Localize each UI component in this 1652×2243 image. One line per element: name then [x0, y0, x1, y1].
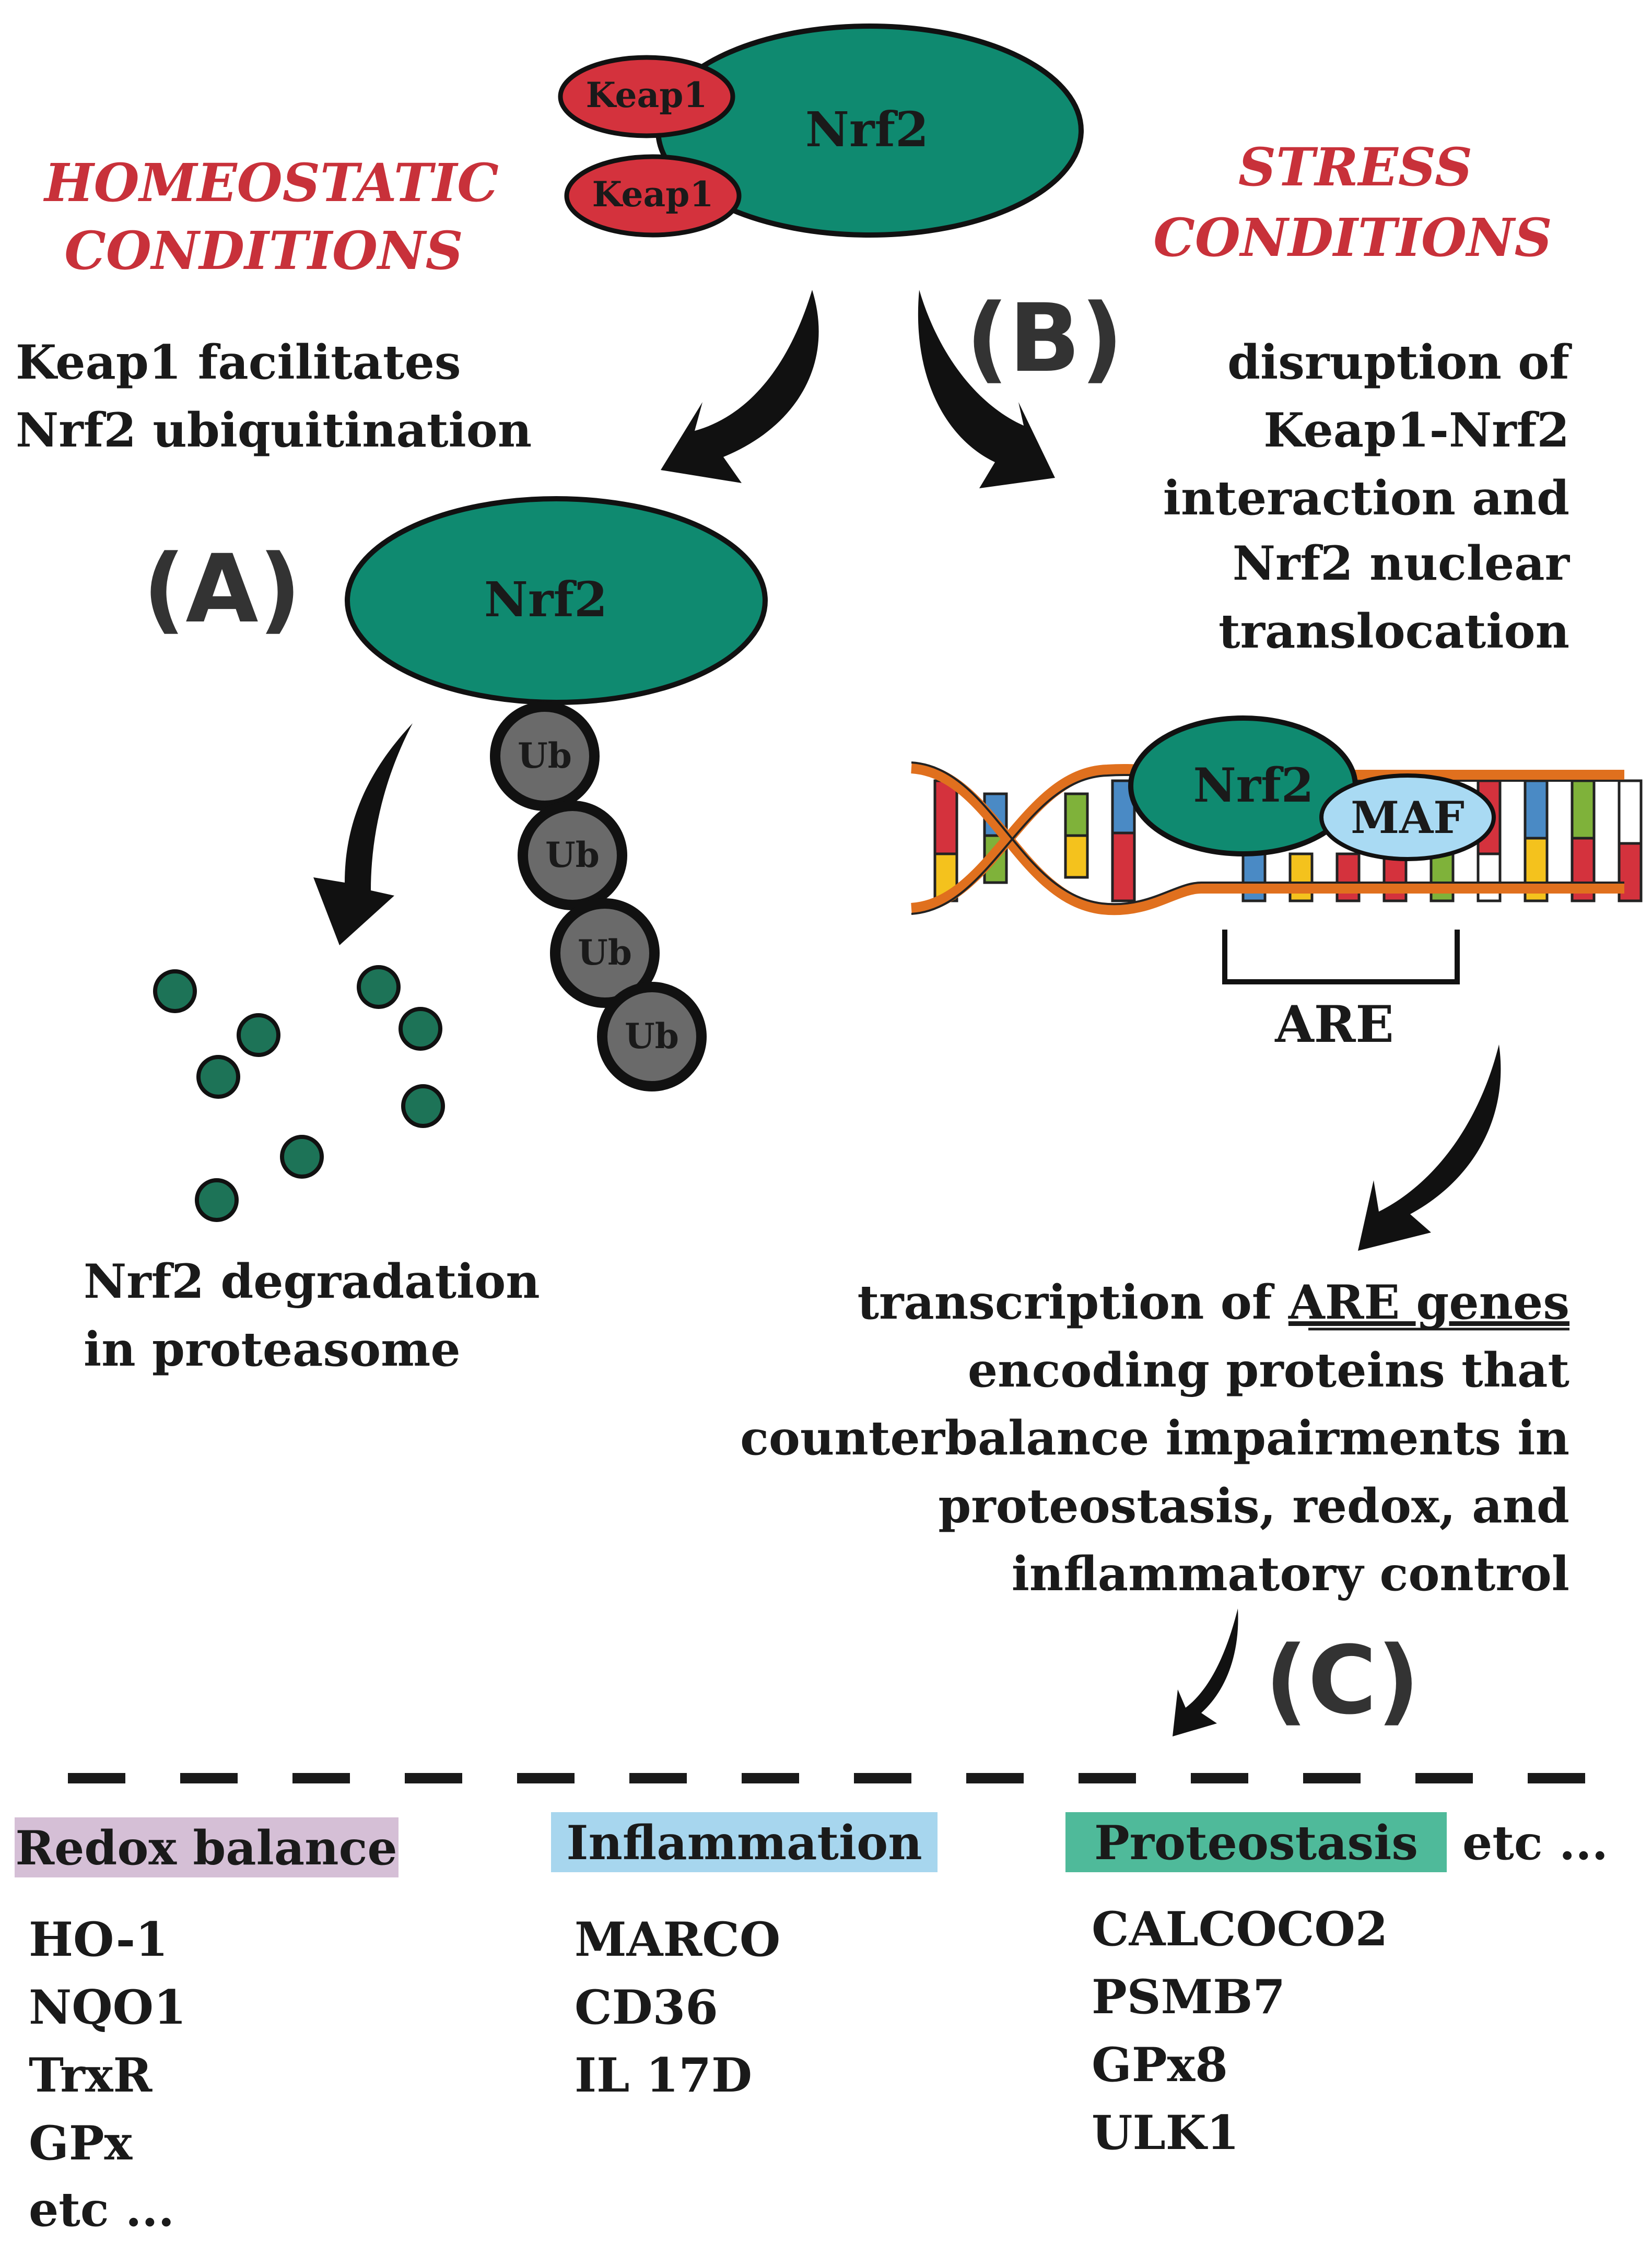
keap1-bottom-ellipse	[564, 154, 742, 238]
stress-text-line1: disruption of	[1227, 335, 1572, 390]
arrow-to-transcription	[1358, 1044, 1501, 1251]
transcription-text-line3: counterbalance impairments in	[740, 1411, 1569, 1466]
transcription-text-line5: inflammatory control	[1012, 1546, 1569, 1602]
redox-gene: HO-1	[29, 1912, 168, 1967]
redox-title-box	[15, 1817, 399, 1877]
ub-circle-1	[490, 701, 600, 811]
panel-label-a: (A)	[143, 535, 301, 644]
ub-circle-2	[518, 801, 627, 910]
maf-label: MAF	[1351, 792, 1464, 843]
proteostasis-title-box	[1065, 1812, 1447, 1872]
redox-gene: etc ...	[29, 2182, 174, 2237]
redox-gene: GPx	[29, 2116, 133, 2171]
transcription-text-line4: proteostasis, redox, and	[938, 1478, 1569, 1534]
dna-helix: Nrf2 MAF ARE	[911, 715, 1643, 1054]
ub-chain: Ub Ub Ub Ub	[490, 701, 707, 1091]
homeostatic-heading-line1: HOMEOSTATIC	[43, 152, 499, 214]
keap1-bottom-label: Keap1	[592, 174, 714, 215]
maf-ellipse	[1319, 773, 1496, 861]
transcription-text-line1: transcription of ARE genes	[857, 1275, 1569, 1330]
degradation-text-line1: Nrf2 degradation	[84, 1254, 540, 1309]
fragment-dot	[399, 1007, 442, 1051]
inflammation-title-box	[551, 1812, 938, 1872]
fragment-dot	[153, 969, 197, 1013]
ub-label-4: Ub	[625, 1016, 679, 1056]
inflammation-gene: IL 17D	[575, 2048, 752, 2103]
nrf2-dna-label: Nrf2	[1193, 758, 1314, 813]
stress-text-line2: Keap1-Nrf2	[1263, 403, 1569, 458]
keap1-nrf2-complex: Keap1 Keap1 Nrf2	[558, 24, 1084, 238]
degraded-nrf2-fragments	[153, 965, 445, 1222]
stress-heading-line1: STRESS	[1238, 136, 1472, 198]
are-genes-link: ARE genes	[1288, 1275, 1569, 1330]
ubiquitinated-nrf2: Nrf2 Ub Ub Ub Ub	[345, 496, 768, 1091]
stress-heading-line2: CONDITIONS	[1153, 207, 1552, 268]
ub-label-1: Ub	[518, 735, 572, 776]
proteostasis-gene: GPx8	[1092, 2037, 1228, 2093]
transcription-prefix: transcription of	[857, 1275, 1288, 1330]
ub-label-2: Ub	[545, 835, 600, 875]
ub-circle-3	[550, 898, 660, 1008]
stress-text-line4: Nrf2 nuclear	[1233, 536, 1571, 591]
proteostasis-gene: CALCOCO2	[1092, 1901, 1388, 1957]
nrf2-top-label: Nrf2	[805, 101, 929, 158]
arrow-to-ubiquitination	[661, 290, 819, 483]
redox-title: Redox balance	[15, 1821, 397, 1876]
stress-text-line3: interaction and	[1163, 471, 1569, 526]
inflammation-title: Inflammation	[566, 1815, 922, 1871]
arrow-to-nuclear-translocation	[918, 290, 1055, 488]
homeostatic-text-line1: Keap1 facilitates	[16, 335, 461, 390]
fragment-dot	[357, 965, 401, 1009]
fragment-dot	[195, 1178, 239, 1222]
inflammation-gene: CD36	[575, 1980, 718, 2035]
category-proteostasis: Proteostasis CALCOCO2 PSMB7 GPx8 ULK1	[1065, 1812, 1447, 2160]
panel-label-c: (C)	[1265, 1626, 1420, 1735]
proteostasis-gene: PSMB7	[1092, 1969, 1285, 2025]
homeostatic-heading-line2: CONDITIONS	[64, 220, 463, 281]
fragment-dot	[280, 1135, 324, 1179]
transcription-text-line2: encoding proteins that	[968, 1343, 1569, 1398]
redox-gene: TrxR	[29, 2048, 153, 2103]
are-bracket	[1222, 930, 1460, 984]
keap1-top-ellipse	[558, 55, 735, 138]
category-redox: Redox balance HO-1 NQO1 TrxR GPx etc ...	[15, 1817, 399, 2237]
keap1-top-label: Keap1	[586, 75, 708, 115]
fragment-dot	[237, 1013, 280, 1057]
proteostasis-gene: ULK1	[1092, 2105, 1239, 2160]
inflammation-gene: MARCO	[575, 1912, 780, 1967]
category-inflammation: Inflammation MARCO CD36 IL 17D	[551, 1812, 938, 2103]
ub-circle-4	[597, 982, 707, 1091]
arrow-to-degradation	[313, 723, 413, 945]
ub-label-3: Ub	[578, 932, 632, 973]
nrf2-ubiquitinated-label: Nrf2	[484, 571, 607, 628]
panel-label-b: (B)	[966, 284, 1123, 393]
categories-etc: etc ...	[1462, 1815, 1608, 1871]
arrow-to-categories	[1173, 1608, 1238, 1736]
degradation-text-line2: in proteasome	[84, 1322, 461, 1377]
are-label: ARE	[1274, 995, 1393, 1054]
stress-text-line5: translocation	[1219, 604, 1569, 659]
redox-gene: NQO1	[29, 1980, 186, 2035]
fragment-dot	[196, 1055, 240, 1099]
homeostatic-text-line2: Nrf2 ubiquitination	[16, 403, 532, 458]
proteostasis-title: Proteostasis	[1094, 1815, 1418, 1871]
nrf2-ubiquitinated-ellipse	[345, 496, 768, 705]
fragment-dot	[401, 1084, 445, 1128]
